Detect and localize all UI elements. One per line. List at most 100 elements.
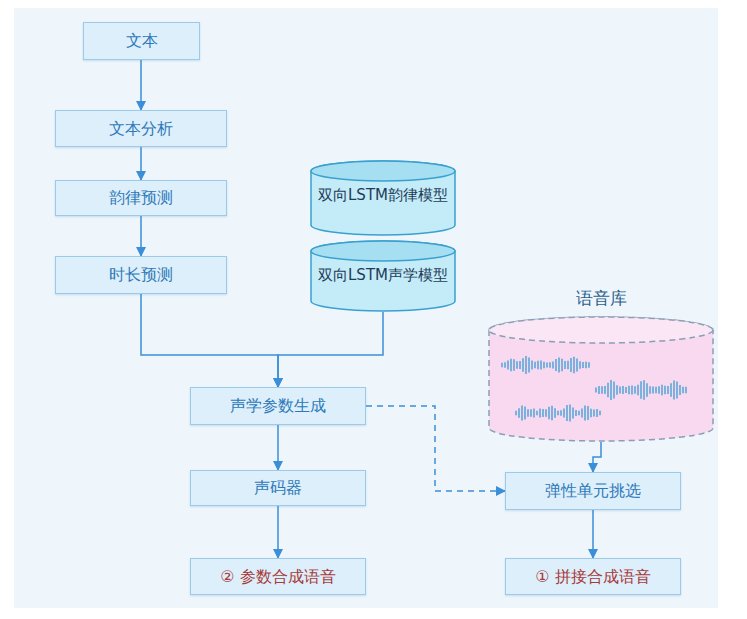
- waveform-bar: [521, 406, 523, 421]
- waveform-bar: [501, 363, 503, 368]
- waveform-bar: [582, 362, 584, 368]
- waveform-bar: [516, 361, 518, 369]
- node-label: 弹性单元挑选: [545, 481, 641, 500]
- process-box: ② 参数合成语音: [190, 558, 366, 595]
- waveform-bar: [598, 386, 600, 394]
- waveform-bar: [549, 362, 551, 367]
- node-label: 文本分析: [109, 119, 173, 138]
- waveform-bar: [628, 386, 630, 394]
- cylinder-top: [311, 161, 455, 181]
- waveform-bar: [522, 358, 524, 372]
- waveform-bar: [554, 408, 556, 418]
- node-label: 双向LSTM声学模型: [310, 240, 456, 286]
- process-box: 弹性单元挑选: [505, 472, 681, 510]
- waveform-bar: [560, 410, 562, 416]
- flow-arrow: [140, 60, 142, 110]
- waveform-bar: [619, 387, 621, 394]
- waveform-bar: [643, 380, 645, 399]
- flow-arrow: [140, 147, 142, 180]
- waveform-bar: [634, 386, 636, 393]
- process-box: 时长预测: [55, 256, 227, 294]
- flow-arrow: [277, 425, 279, 470]
- waveform-bar: [557, 411, 559, 416]
- waveform-bar: [518, 408, 520, 418]
- waveform-bar: [563, 408, 565, 417]
- waveform-bar: [640, 381, 642, 399]
- cylinder-top: [311, 241, 455, 261]
- waveform-bar: [561, 359, 563, 372]
- waveform-bar: [548, 407, 550, 419]
- dashed-arrow: [366, 406, 505, 491]
- cylinder-top: [489, 317, 713, 343]
- waveform-bar: [622, 386, 624, 394]
- waveform-bar: [530, 409, 532, 417]
- waveform-bar: [596, 409, 598, 417]
- waveform-illustration: [502, 356, 686, 422]
- waveform-bar: [575, 410, 577, 416]
- waveform-bar: [569, 404, 571, 421]
- flow-arrow: [277, 506, 279, 558]
- waveform-bar: [593, 409, 595, 416]
- flow-arrow: [278, 312, 383, 387]
- waveform-bar: [545, 409, 547, 416]
- waveform-bar: [552, 361, 554, 368]
- waveform-bar: [555, 359, 557, 371]
- waveform-bar: [539, 408, 541, 417]
- node-label: ② 参数合成语音: [220, 567, 335, 586]
- database-cylinder: 语音库: [488, 286, 714, 442]
- cylinder-body: [311, 241, 455, 311]
- waveform-bar: [679, 385, 681, 395]
- waveform-bar: [564, 361, 566, 369]
- node-label: 韵律预测: [109, 188, 173, 207]
- waveform-bar: [542, 409, 544, 417]
- flow-arrow: [140, 216, 142, 256]
- waveform-bar: [534, 362, 536, 368]
- process-box: 文本分析: [55, 110, 227, 147]
- waveform-bar: [631, 386, 633, 395]
- waveform-bar: [531, 361, 533, 370]
- waveform-bar: [652, 387, 654, 394]
- node-label: ① 拼接合成语音: [535, 567, 650, 586]
- waveform-bar: [649, 386, 651, 394]
- process-box: ① 拼接合成语音: [505, 558, 681, 595]
- waveform-bar: [604, 386, 606, 394]
- waveform-bar: [585, 362, 587, 369]
- model-cylinder: 双向LSTM声学模型: [310, 240, 456, 312]
- waveform-bar: [515, 411, 517, 416]
- waveform-bar: [599, 411, 601, 416]
- node-label: 时长预测: [109, 265, 173, 284]
- waveform-bar: [546, 363, 548, 368]
- flow-arrow: [593, 442, 601, 472]
- waveform-bar: [578, 411, 580, 416]
- waveform-bar: [637, 385, 639, 395]
- waveform-bar: [595, 388, 597, 393]
- waveform-bar: [667, 386, 669, 394]
- store-heading: 语音库: [488, 286, 714, 310]
- waveform-bar: [527, 409, 529, 417]
- waveform-bar: [510, 359, 512, 372]
- process-box: 声码器: [190, 470, 366, 506]
- waveform-bar: [525, 356, 527, 374]
- process-box: 文本: [83, 22, 200, 60]
- waveform-bar: [567, 361, 569, 369]
- waveform-bar: [673, 380, 675, 399]
- waveform-bar: [579, 361, 581, 369]
- waveform-bar: [570, 358, 572, 372]
- waveform-bar: [558, 357, 560, 372]
- cylinder-body: [489, 317, 713, 441]
- waveform-bar: [513, 359, 515, 371]
- waveform-bar: [607, 383, 609, 398]
- waveform-bar: [537, 361, 539, 369]
- waveform-bar: [625, 387, 627, 393]
- waveform-bar: [682, 387, 684, 393]
- waveform-bar: [670, 383, 672, 396]
- waveform-bar: [581, 409, 583, 418]
- waveform-bar: [613, 382, 615, 399]
- flow-arrow: [141, 294, 278, 387]
- waveform-bar: [576, 358, 578, 371]
- waveform-bar: [533, 409, 535, 418]
- node-label: 声学参数生成: [230, 396, 326, 415]
- waveform-bar: [601, 386, 603, 393]
- waveform-bar: [572, 408, 574, 419]
- waveform-bar: [646, 383, 648, 396]
